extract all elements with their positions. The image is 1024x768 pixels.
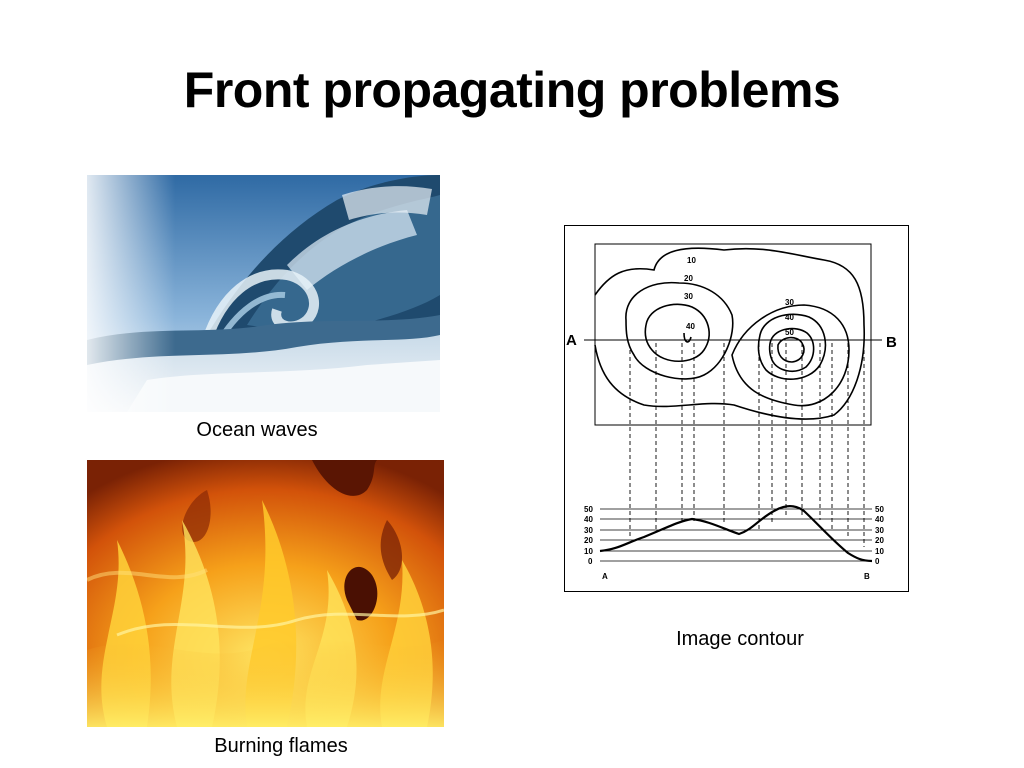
ocean-wave-photo [87, 175, 440, 412]
burning-flames-caption: Burning flames [214, 735, 348, 757]
fire-photo [87, 460, 444, 727]
profile-endpoint-a: A [602, 572, 608, 581]
profile-tick-left-20: 20 [584, 536, 593, 545]
profile-tick-right-0: 0 [875, 557, 880, 566]
profile-tick-left-10: 10 [584, 547, 593, 556]
profile-tick-right-20: 20 [875, 536, 884, 545]
contour-label-40: 40 [686, 322, 695, 331]
contour-label-30: 30 [684, 292, 693, 301]
profile-tick-left-30: 30 [584, 526, 593, 535]
contour-label-50b: 50 [785, 328, 794, 337]
slide-title: Front propagating problems [183, 62, 841, 118]
ocean-waves-caption: Ocean waves [196, 419, 318, 441]
contour-label-30b: 30 [785, 298, 794, 307]
contour-label-10: 10 [687, 256, 696, 265]
profile-tick-right-50: 50 [875, 505, 884, 514]
profile-tick-left-40: 40 [584, 515, 593, 524]
profile-tick-left-0: 0 [588, 557, 593, 566]
profile-endpoint-b: B [864, 572, 870, 581]
map-label-a: A [566, 332, 577, 349]
profile-tick-left-50: 50 [584, 505, 593, 514]
profile-tick-right-30: 30 [875, 526, 884, 535]
profile-tick-right-10: 10 [875, 547, 884, 556]
image-contour-caption: Image contour [676, 628, 804, 650]
contour-label-40b: 40 [785, 313, 794, 322]
topographic-contour-diagram: A B 10 20 30 40 50 30 40 50 [564, 225, 909, 592]
profile-tick-right-40: 40 [875, 515, 884, 524]
map-label-b: B [886, 334, 897, 351]
contour-label-20: 20 [684, 274, 693, 283]
